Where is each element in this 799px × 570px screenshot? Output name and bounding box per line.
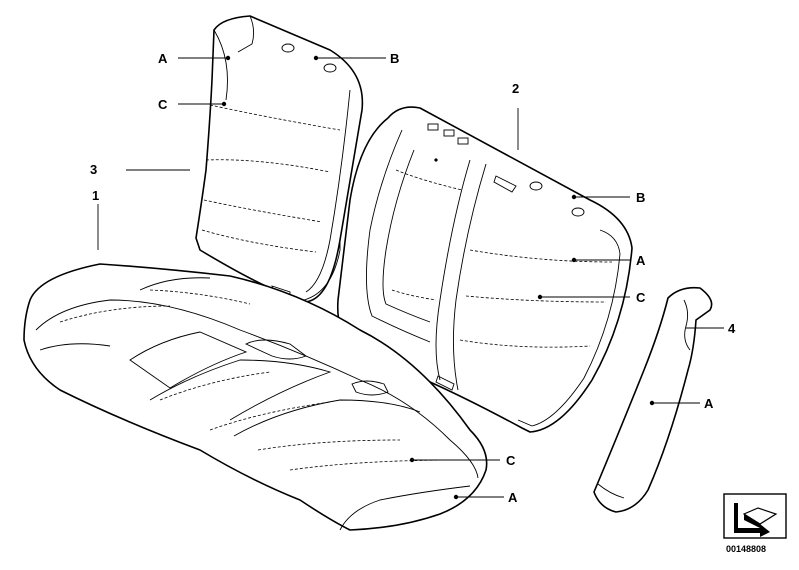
arrow-icon [734,503,778,537]
navigation-box[interactable] [723,493,787,539]
label-b-backrest-right: B [636,190,645,205]
label-c-backrest-left: C [158,97,168,112]
label-a-backrest-right: A [636,253,646,268]
label-part-3: 3 [90,162,97,177]
label-part-1: 1 [92,188,99,203]
part-number: 00148808 [726,544,766,554]
label-c-seat: C [506,453,516,468]
label-part-4: 4 [728,321,736,336]
label-part-2: 2 [512,81,519,96]
label-a-seat: A [508,490,518,505]
label-a-backrest-left: A [158,51,168,66]
label-a-bolster: A [704,396,714,411]
backrest-right-part [336,106,633,433]
label-c-backrest-right: C [636,290,646,305]
label-b-backrest-left: B [390,51,399,66]
backrest-left-part [195,15,364,303]
seat-cushion-part [23,263,488,531]
side-bolster-part [593,286,713,513]
leader-lines [97,55,724,500]
callout-labels: A B C 3 1 2 B A C 4 A C A [90,51,736,505]
